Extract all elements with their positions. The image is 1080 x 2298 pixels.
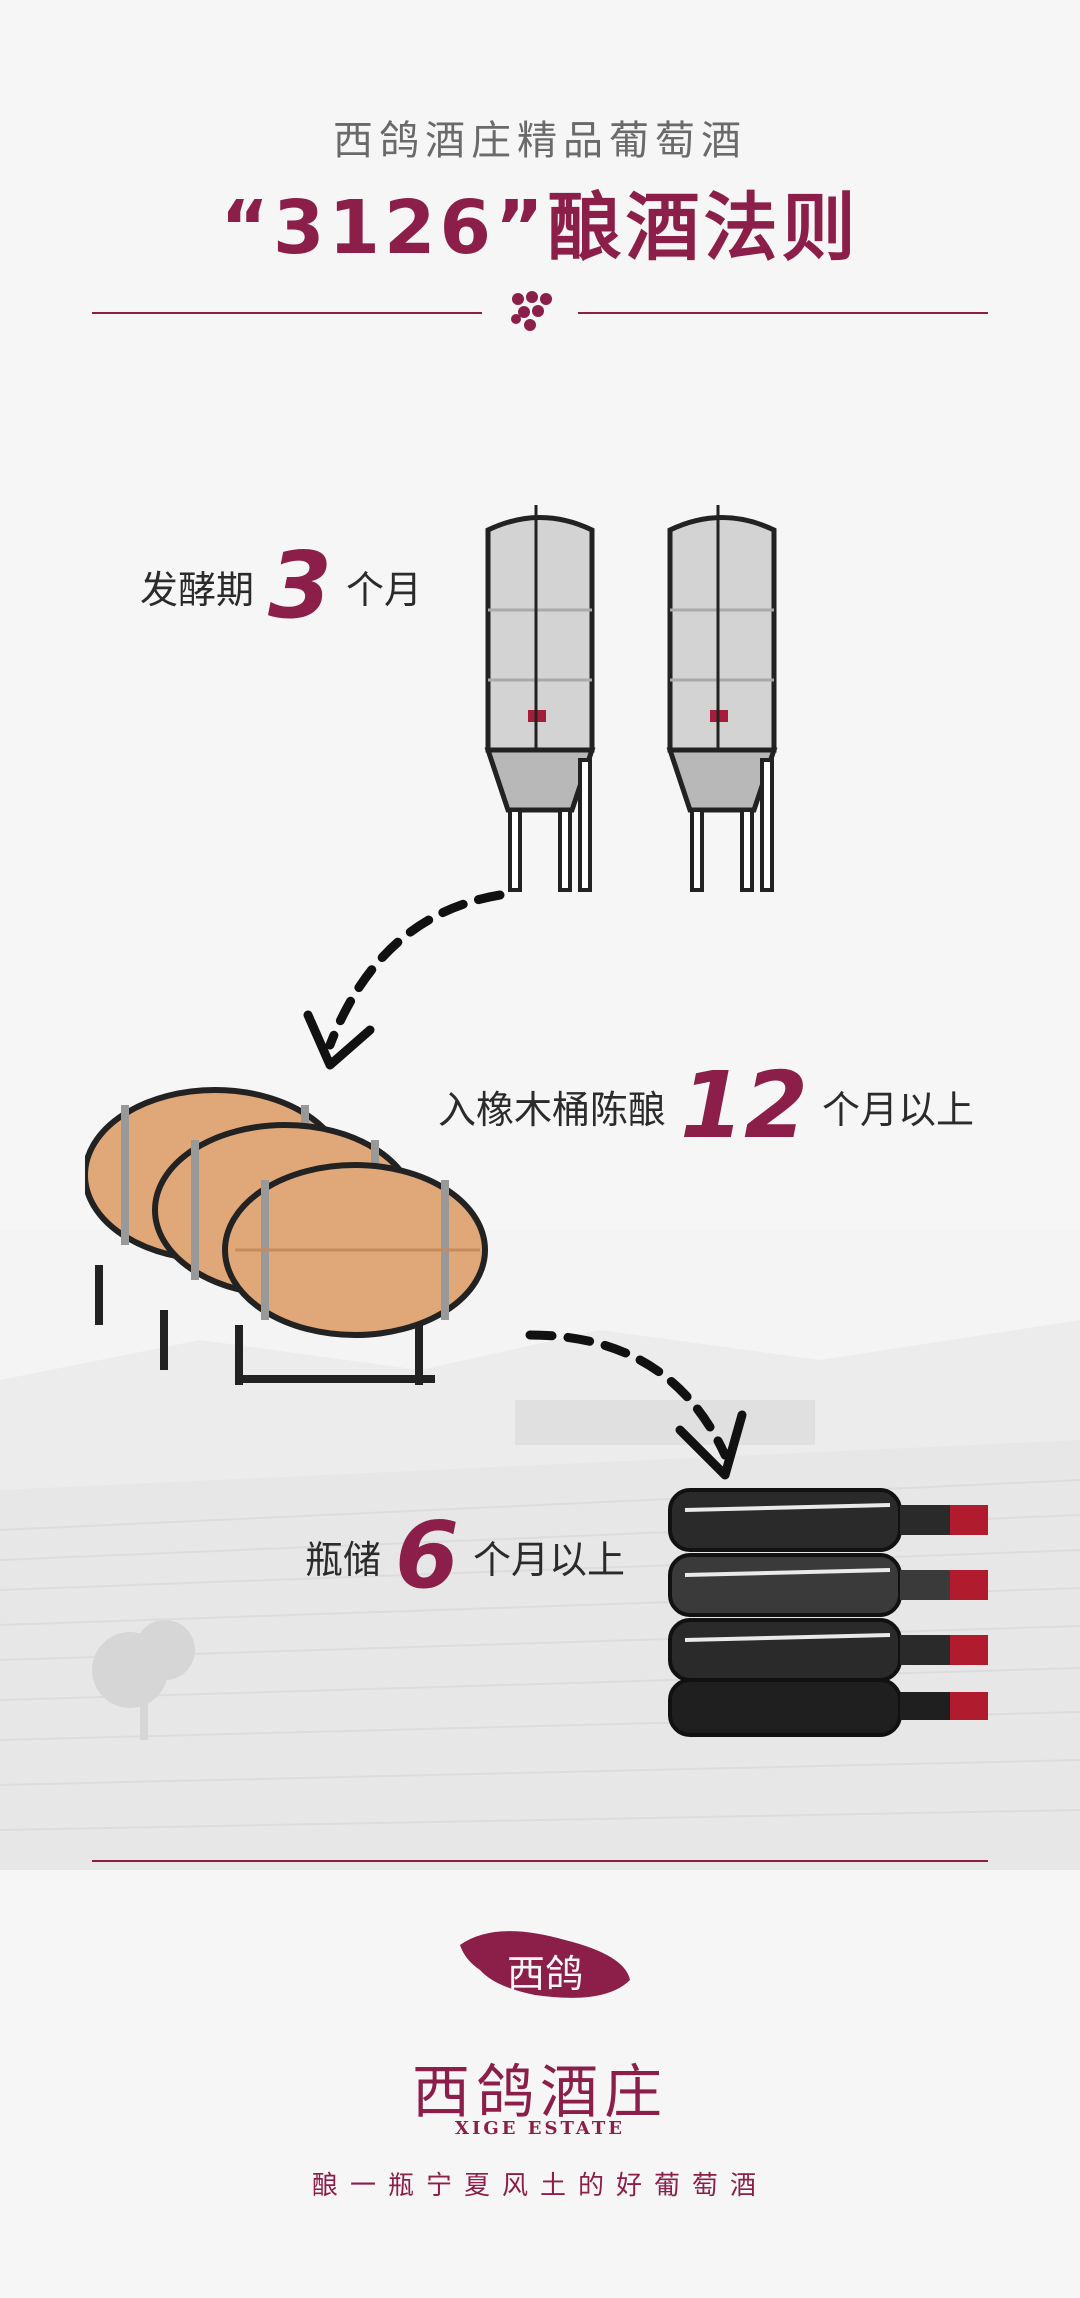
- brand-logo-icon: 西鸽: [460, 1931, 630, 1998]
- dashed-arrow-icon: [525, 1330, 747, 1480]
- brand-name-cn: 西鸽酒庄: [411, 2058, 668, 2126]
- oak-barrels-illustration: [85, 1087, 488, 1385]
- dashed-arrow-icon: [303, 890, 505, 1070]
- brand-slogan: 酿一瓶宁夏风土的好葡萄酒: [311, 2171, 768, 2201]
- header-divider-right: [578, 312, 988, 314]
- tank-2: [666, 505, 778, 892]
- step-fermentation-number: 3: [268, 532, 333, 639]
- step-bottle-aging-suffix: 个月以上: [473, 1537, 626, 1582]
- step-bottle-aging: 瓶储 6 个月以上: [305, 1510, 625, 1602]
- logo-mark-text: 西鸽: [507, 1952, 583, 1996]
- wine-bottles-illustration: [668, 1488, 988, 1737]
- grape-icon: [511, 291, 552, 331]
- bottle-row-lower: [668, 1618, 988, 1682]
- bottle-row-middle: [668, 1553, 988, 1617]
- step-oak-aging-prefix: 入橡木桶陈酿: [438, 1087, 667, 1132]
- page-subtitle: 西鸽酒庄精品葡萄酒: [333, 118, 747, 164]
- brand-name-en: XIGE ESTATE: [455, 2118, 625, 2139]
- step-oak-aging: 入橡木桶陈酿 12 个月以上: [438, 1060, 974, 1152]
- bottle-row-front: [668, 1678, 988, 1737]
- step-bottle-aging-prefix: 瓶储: [305, 1537, 382, 1582]
- bottle-row-back: [668, 1488, 988, 1552]
- header-divider-left: [92, 312, 482, 314]
- step-oak-aging-suffix: 个月以上: [822, 1087, 975, 1132]
- step-fermentation-suffix: 个月: [346, 567, 423, 612]
- page-title: “3126”酿酒法则: [220, 185, 860, 271]
- barrel-front: [222, 1162, 488, 1338]
- step-fermentation-prefix: 发酵期: [140, 567, 255, 612]
- footer-divider: [92, 1860, 988, 1862]
- step-fermentation: 发酵期 3 个月: [140, 540, 422, 632]
- fermentation-tanks-illustration: [484, 505, 778, 892]
- step-bottle-aging-number: 6: [395, 1502, 460, 1609]
- tank-1: [484, 505, 596, 892]
- step-oak-aging-number: 12: [680, 1052, 809, 1159]
